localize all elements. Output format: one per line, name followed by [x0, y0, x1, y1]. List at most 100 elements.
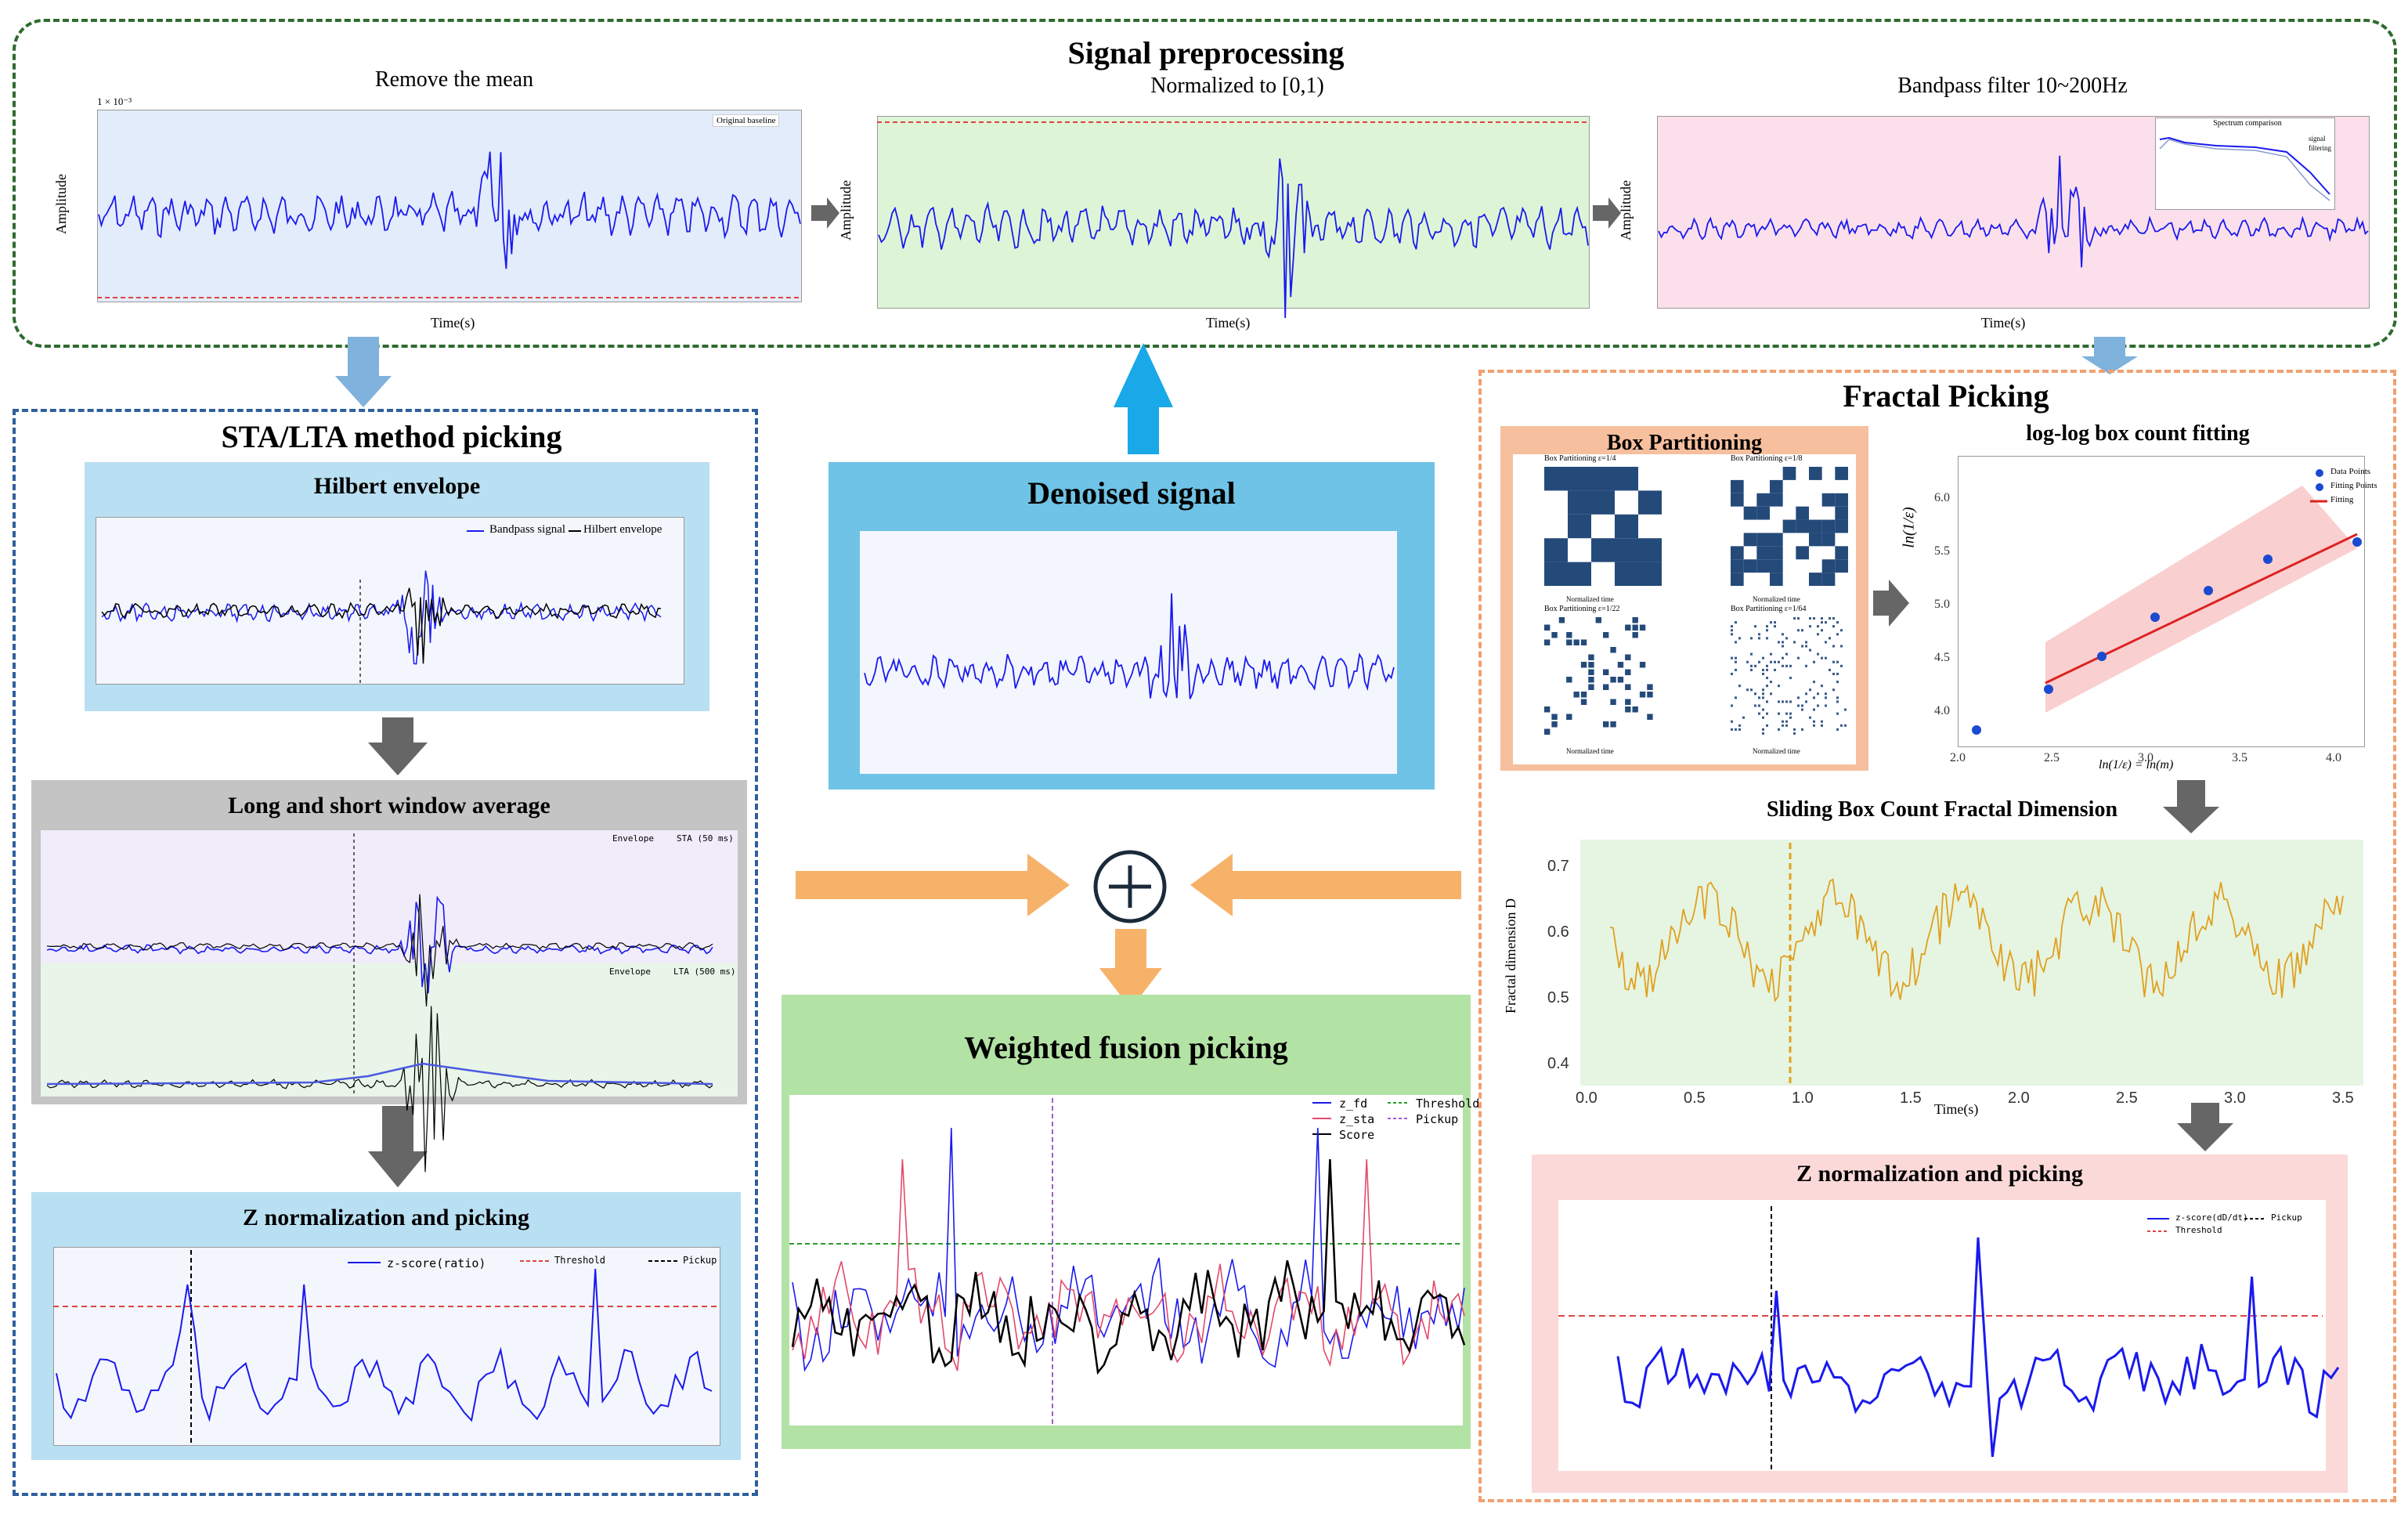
- box-cell: [1797, 656, 1800, 659]
- box-cell: [1835, 546, 1848, 560]
- sliding-xtick: 0.0: [1576, 1089, 1598, 1107]
- box-cell: [1762, 656, 1764, 659]
- box-cell: [1738, 728, 1741, 731]
- box-cell: [1801, 704, 1803, 707]
- box-cell: [1825, 641, 1827, 644]
- box-cell: [1625, 624, 1631, 631]
- loglog-legend-fit: Fitting: [2330, 495, 2354, 504]
- box-cell: [1821, 621, 1823, 624]
- panel1-scale: 1 × 10⁻³: [97, 96, 132, 107]
- znorm-right-title: Z normalization and picking: [1796, 1161, 2083, 1187]
- box-cell: [1782, 700, 1784, 703]
- znorm-left-title: Z normalization and picking: [243, 1205, 529, 1230]
- box-cell: [1610, 699, 1616, 705]
- box-cell: [1591, 467, 1615, 491]
- sliding-ytick: 0.7: [1547, 858, 1569, 875]
- box-cell: [1639, 662, 1646, 668]
- box-cell: [1778, 700, 1780, 703]
- fusion-legend-score: Score: [1339, 1128, 1375, 1142]
- box-cell: [1835, 506, 1848, 520]
- box-cell: [1738, 637, 1741, 640]
- box-cell: [1762, 696, 1764, 699]
- box-cell: [1809, 688, 1811, 692]
- box-cell: [1638, 538, 1662, 562]
- box-cell: [1821, 493, 1836, 507]
- sliding-xtick: 3.5: [2332, 1089, 2354, 1107]
- box-cell: [1731, 629, 1733, 632]
- box-cell: [1821, 533, 1836, 547]
- box-cell: [1735, 621, 1737, 624]
- box-cell: [1778, 728, 1780, 731]
- box-cell: [1835, 493, 1848, 507]
- box-cell: [1835, 559, 1848, 573]
- fractal-dimension-trace: [1609, 878, 2344, 1003]
- loglog-point: [2150, 612, 2160, 622]
- box-cell: [1568, 562, 1591, 586]
- box-cell: [1774, 621, 1776, 624]
- box-cell: [1836, 728, 1839, 731]
- box-cell: [1832, 660, 1835, 663]
- box-cell: [1809, 467, 1822, 480]
- box-cell: [1797, 704, 1800, 707]
- sliding-xtick: 2.5: [2116, 1089, 2138, 1107]
- zscore-trace: [1616, 1237, 2340, 1458]
- box-cell: [1817, 704, 1819, 707]
- box-cell: [1821, 656, 1823, 659]
- box-cell: [1770, 621, 1772, 624]
- box-cell: [1821, 685, 1823, 688]
- box-cell: [1731, 720, 1733, 723]
- box-cell: [1615, 514, 1638, 539]
- box-cell: [1639, 624, 1646, 631]
- sliding-xtick: 0.5: [1684, 1089, 1706, 1107]
- box-cell: [1821, 629, 1823, 632]
- box-cell: [1825, 704, 1827, 707]
- box-cell: [1750, 668, 1753, 671]
- arrow-right-icon: [811, 197, 839, 229]
- hilbert-plot: [96, 517, 684, 685]
- znorm-right-legend-threshold: Threshold: [2175, 1225, 2222, 1235]
- signal-trace: [1658, 155, 2369, 268]
- sliding-xtick: 2.0: [2008, 1089, 2030, 1107]
- fusion-legend-pickup: Pickup: [1416, 1112, 1459, 1126]
- box-cell: [1835, 467, 1848, 480]
- sta-legend-sta: STA (50 ms): [677, 833, 734, 844]
- panel3-title: Bandpass filter 10~200Hz: [1897, 74, 2128, 98]
- loglog-title: log-log box count fitting: [2026, 421, 2250, 446]
- box-cell: [1817, 692, 1819, 696]
- box-cell: [1603, 684, 1609, 690]
- box-cell: [1821, 559, 1836, 573]
- sliding-xlabel: Time(s): [1934, 1101, 1979, 1117]
- box-cell: [1738, 685, 1741, 688]
- box-cell: [1566, 714, 1572, 720]
- lta-trace: [46, 1062, 713, 1086]
- panel2-title: Normalized to [0,1): [1150, 74, 1324, 98]
- sliding-plot: [1580, 840, 2363, 1086]
- box-cell: [1778, 685, 1780, 688]
- box-cell: [1770, 681, 1772, 684]
- box-cell: [1735, 668, 1737, 671]
- box-cell: [1840, 664, 1843, 667]
- box-cell: [1782, 467, 1796, 480]
- box-cell: [1813, 708, 1815, 711]
- box-cell: [1746, 688, 1749, 692]
- box-cell: [1544, 538, 1568, 562]
- box-cell: [1793, 732, 1796, 735]
- box-cell: [1632, 617, 1638, 623]
- loglog-point: [2044, 685, 2053, 694]
- box-cell: [1756, 546, 1770, 560]
- box-cell: [1735, 728, 1737, 731]
- box-sub-2: Box Partitioning ε=1/8: [1731, 454, 1803, 463]
- box-cell: [1766, 637, 1768, 640]
- box-cell: [1801, 645, 1803, 648]
- box-cell: [1580, 662, 1587, 668]
- box-cell: [1793, 641, 1796, 644]
- arrow-down-icon: [1099, 929, 1162, 1009]
- sta-lta-title: STA/LTA method picking: [221, 419, 562, 454]
- preprocessing-title: Signal preprocessing: [1067, 35, 1345, 70]
- box-cell: [1632, 632, 1638, 638]
- box-cell: [1647, 684, 1653, 690]
